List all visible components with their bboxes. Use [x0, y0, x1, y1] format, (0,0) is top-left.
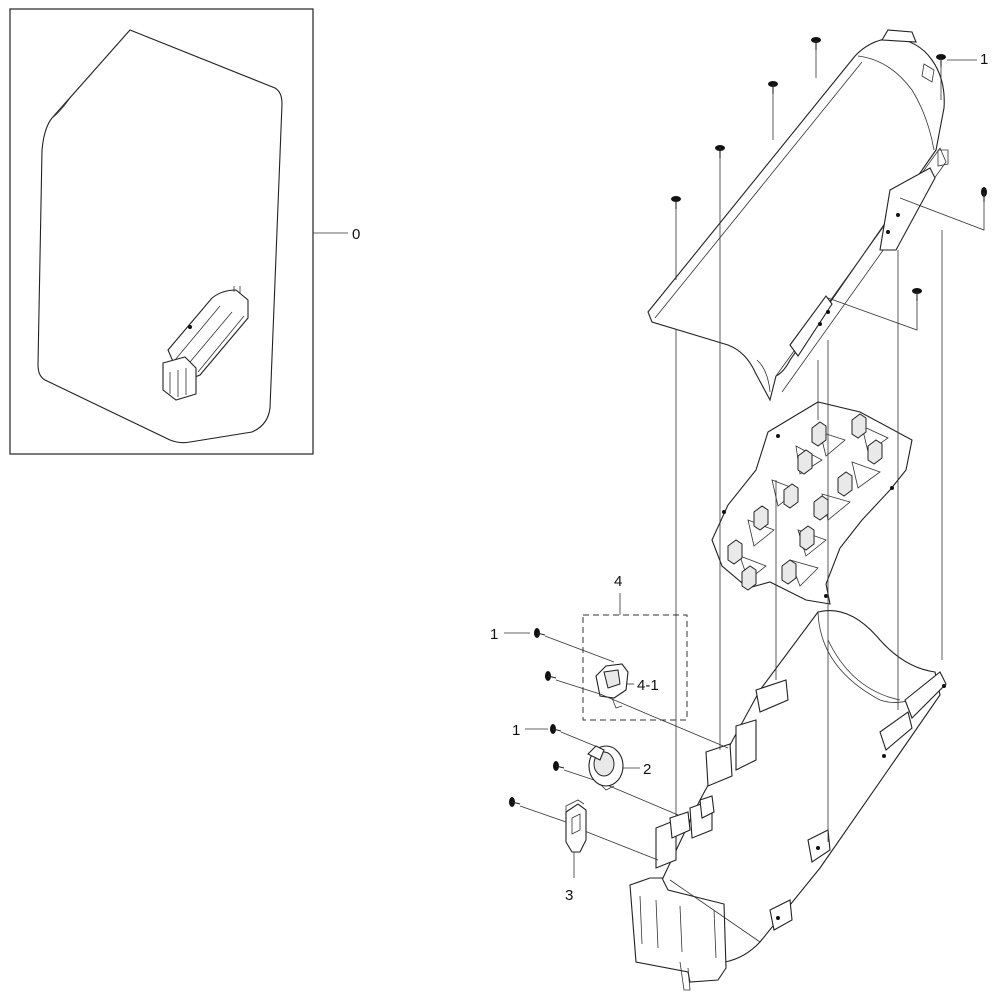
bracket-3 — [565, 799, 587, 853]
thermostat-4-1 — [595, 663, 629, 709]
dryer-cabinet-outline — [37, 29, 283, 444]
screw-icon — [715, 145, 725, 158]
callout-1-a-label: 1 — [490, 626, 498, 643]
heater-top-cover — [647, 29, 949, 402]
top-screws — [671, 37, 987, 842]
callout-4-1-label: 4-1 — [637, 677, 659, 694]
callout-4-label: 4 — [614, 573, 622, 590]
terminal-blocks — [727, 413, 883, 591]
callout-1-top-label: 1 — [980, 51, 988, 68]
callout-3-label: 3 — [565, 887, 573, 904]
thermal-fuse-2 — [587, 745, 624, 791]
screw-icon — [671, 196, 681, 209]
screw-icon — [550, 724, 562, 734]
screw-icon — [912, 288, 922, 301]
callout-2-label: 2 — [643, 761, 651, 778]
screw-icon — [553, 761, 565, 771]
mini-heater-assembly — [162, 286, 249, 401]
side-bracket-strip — [789, 167, 936, 357]
callout-1-b-label: 1 — [512, 722, 520, 739]
screw-icon — [936, 54, 946, 67]
overview-inset — [9, 8, 314, 455]
heater-bottom-housing — [629, 610, 947, 991]
housing-tab — [669, 811, 691, 839]
heater-terminal-plate — [711, 401, 913, 605]
screw-icon — [509, 797, 521, 807]
screw-icon — [768, 81, 778, 94]
screw-icon — [811, 37, 821, 50]
inset-frame — [9, 8, 314, 455]
callout-0-label: 0 — [352, 226, 360, 243]
screw-icon — [981, 187, 987, 202]
screw-icon — [534, 628, 546, 638]
group-4-dashed-box — [582, 614, 688, 721]
screw-icon — [545, 671, 557, 681]
left-screws — [509, 628, 729, 861]
housing-tab — [699, 795, 715, 819]
